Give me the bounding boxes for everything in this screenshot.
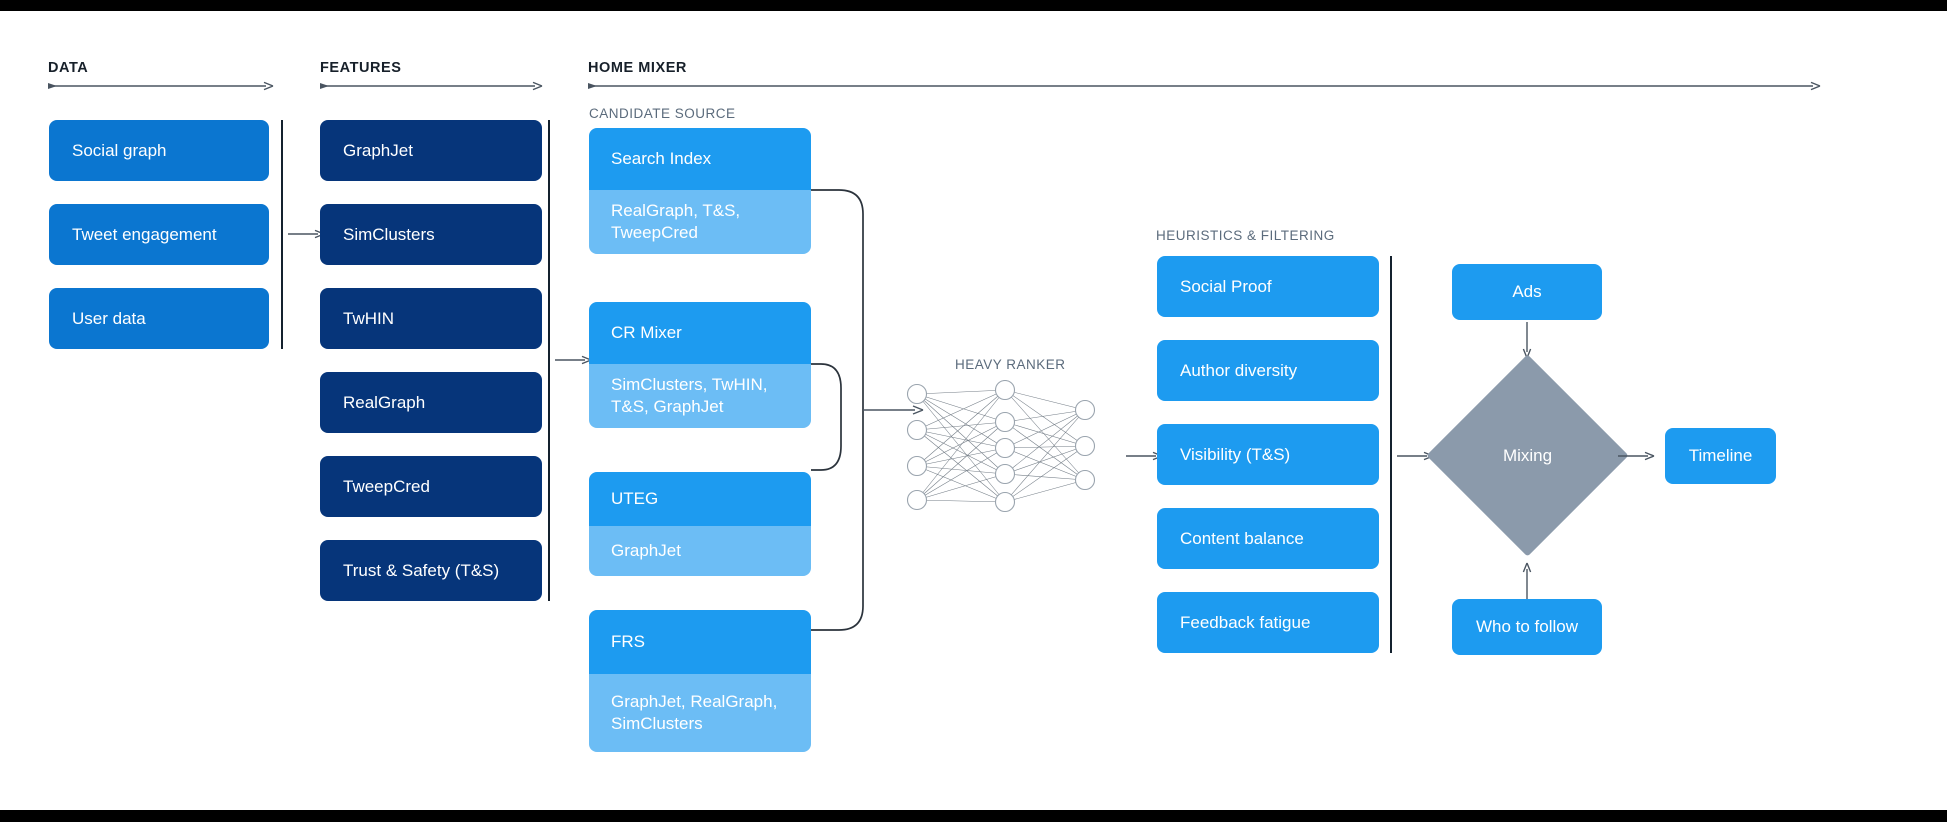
candidate-source-features: SimClusters, TwHIN, T&S, GraphJet bbox=[589, 364, 811, 428]
section-title-data: DATA bbox=[48, 60, 89, 76]
heavy-ranker-network bbox=[895, 380, 1115, 515]
section-rule-data bbox=[48, 80, 274, 92]
candidate-source-name: CR Mixer bbox=[589, 302, 811, 364]
letterbox-bottom bbox=[0, 810, 1947, 822]
divider-features-candidates bbox=[548, 120, 550, 601]
mixing-input-ads[interactable]: Ads bbox=[1452, 264, 1602, 320]
connector-candidates-to-ranker bbox=[811, 150, 956, 670]
section-title-home-mixer: HOME MIXER bbox=[588, 60, 687, 76]
mixing-label: Mixing bbox=[1502, 445, 1553, 465]
candidate-source-name: Search Index bbox=[589, 128, 811, 190]
section-title-features: FEATURES bbox=[320, 60, 402, 76]
feature-card-twhin[interactable]: TwHIN bbox=[320, 288, 542, 349]
candidate-source-cr-mixer[interactable]: CR Mixer SimClusters, TwHIN, T&S, GraphJ… bbox=[589, 302, 811, 428]
divider-data-features bbox=[281, 120, 283, 349]
candidate-source-features: GraphJet, RealGraph, SimClusters bbox=[589, 674, 811, 752]
heuristics-card-feedback-fatigue[interactable]: Feedback fatigue bbox=[1157, 592, 1379, 653]
arrow-data-to-features bbox=[288, 228, 325, 240]
data-card-social-graph[interactable]: Social graph bbox=[49, 120, 269, 181]
subsection-title-heavy-ranker: HEAVY RANKER bbox=[955, 357, 1066, 372]
feature-card-trust-safety[interactable]: Trust & Safety (T&S) bbox=[320, 540, 542, 601]
feature-card-graphjet[interactable]: GraphJet bbox=[320, 120, 542, 181]
section-rule-features bbox=[320, 80, 543, 92]
candidate-source-name: FRS bbox=[589, 610, 811, 674]
letterbox-top bbox=[0, 0, 1947, 11]
arrow-features-to-candidates bbox=[555, 354, 592, 366]
subsection-title-heuristics: HEURISTICS & FILTERING bbox=[1156, 228, 1335, 243]
arrow-ads-to-mixing bbox=[1521, 322, 1533, 359]
candidate-source-features: GraphJet bbox=[589, 526, 811, 576]
subsection-title-candidate-source: CANDIDATE SOURCE bbox=[589, 106, 736, 121]
divider-heuristics-mixing bbox=[1390, 256, 1392, 653]
heuristics-card-visibility[interactable]: Visibility (T&S) bbox=[1157, 424, 1379, 485]
candidate-source-features: RealGraph, T&S, TweepCred bbox=[589, 190, 811, 254]
candidate-source-frs[interactable]: FRS GraphJet, RealGraph, SimClusters bbox=[589, 610, 811, 752]
heuristics-card-author-diversity[interactable]: Author diversity bbox=[1157, 340, 1379, 401]
data-card-user-data[interactable]: User data bbox=[49, 288, 269, 349]
candidate-source-search-index[interactable]: Search Index RealGraph, T&S, TweepCred bbox=[589, 128, 811, 254]
data-card-tweet-engagement[interactable]: Tweet engagement bbox=[49, 204, 269, 265]
mixing-input-who-to-follow[interactable]: Who to follow bbox=[1452, 599, 1602, 655]
feature-card-tweepcred[interactable]: TweepCred bbox=[320, 456, 542, 517]
heuristics-card-content-balance[interactable]: Content balance bbox=[1157, 508, 1379, 569]
section-rule-home-mixer bbox=[588, 80, 1821, 92]
feature-card-simclusters[interactable]: SimClusters bbox=[320, 204, 542, 265]
heuristics-card-social-proof[interactable]: Social Proof bbox=[1157, 256, 1379, 317]
output-card-timeline[interactable]: Timeline bbox=[1665, 428, 1776, 484]
candidate-source-name: UTEG bbox=[589, 472, 811, 526]
arrow-mixing-to-timeline bbox=[1618, 450, 1655, 462]
arrow-who-to-follow-to-mixing bbox=[1521, 562, 1533, 599]
candidate-source-uteg[interactable]: UTEG GraphJet bbox=[589, 472, 811, 576]
feature-card-realgraph[interactable]: RealGraph bbox=[320, 372, 542, 433]
